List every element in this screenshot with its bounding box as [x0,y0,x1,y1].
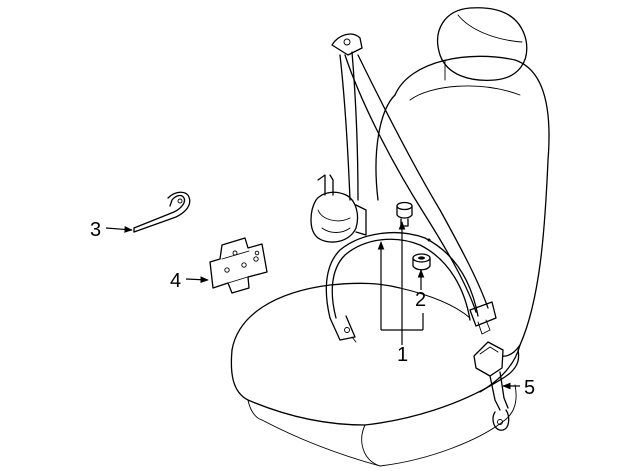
seat-belt-buckle [473,341,510,431]
callout-4: 4 [170,270,181,292]
shoulder-belt-retractor [310,33,497,335]
callout-3: 3 [90,219,101,241]
spacer-nut [412,253,431,271]
headrest [437,7,528,81]
leader-lines [105,221,520,390]
callout-2: 2 [415,289,426,311]
callout-5: 5 [524,377,535,399]
bolt [396,201,413,227]
lap-belt [325,232,479,343]
belt-guide-bracket [133,191,191,233]
callout-1: 1 [397,344,408,366]
seat-cushion [230,282,520,467]
mounting-plate [209,237,268,294]
